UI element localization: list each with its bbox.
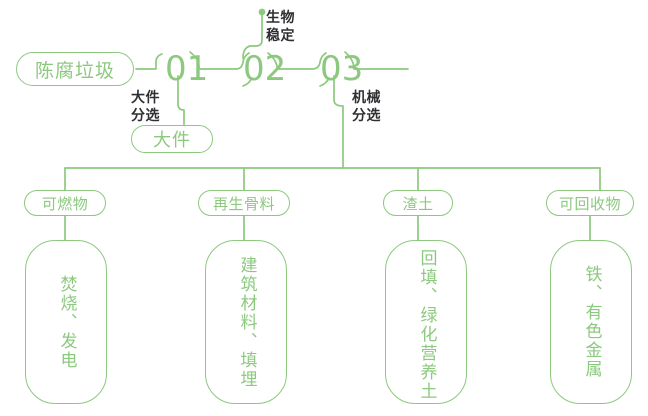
outcome-text-recyclable: 铁、有色金属: [582, 265, 602, 379]
category-pill-aggregate[interactable]: 再生骨料: [198, 190, 290, 216]
stage-note-biological-stabilization: 生物 稳定: [266, 9, 295, 43]
stage-number-02[interactable]: 02: [243, 49, 287, 89]
category-pill-combustible[interactable]: 可燃物: [24, 190, 106, 216]
stage-number-01[interactable]: 01: [165, 49, 209, 89]
stage-number-03[interactable]: 03: [320, 49, 364, 89]
outcome-text-combustible: 焚烧、发电: [57, 274, 77, 370]
outcome-box-aggregate[interactable]: 建筑材料、填埋: [205, 240, 287, 404]
dot-bio: [258, 8, 266, 16]
outcome-box-slag-soil[interactable]: 回填、绿化营养土: [385, 240, 467, 404]
source-node-chenfu-laji[interactable]: 陈腐垃圾: [16, 52, 134, 86]
outcome-text-slag-soil: 回填、绿化营养土: [417, 249, 437, 401]
outcome-box-combustible[interactable]: 焚烧、发电: [25, 240, 107, 404]
stage-note-bulky-sorting: 大件 分选: [131, 89, 160, 123]
outcome-box-recyclable[interactable]: 铁、有色金属: [550, 240, 632, 404]
output-node-bulky[interactable]: 大件: [131, 125, 213, 153]
outcome-text-aggregate: 建筑材料、填埋: [237, 255, 257, 389]
category-pill-slag-soil[interactable]: 渣土: [383, 190, 453, 216]
stage-note-mechanical-sorting: 机械 分选: [352, 89, 381, 123]
wire-source-to-01: [135, 53, 163, 70]
category-pill-recyclable[interactable]: 可回收物: [546, 190, 634, 216]
wire-03-spine: [333, 75, 344, 169]
